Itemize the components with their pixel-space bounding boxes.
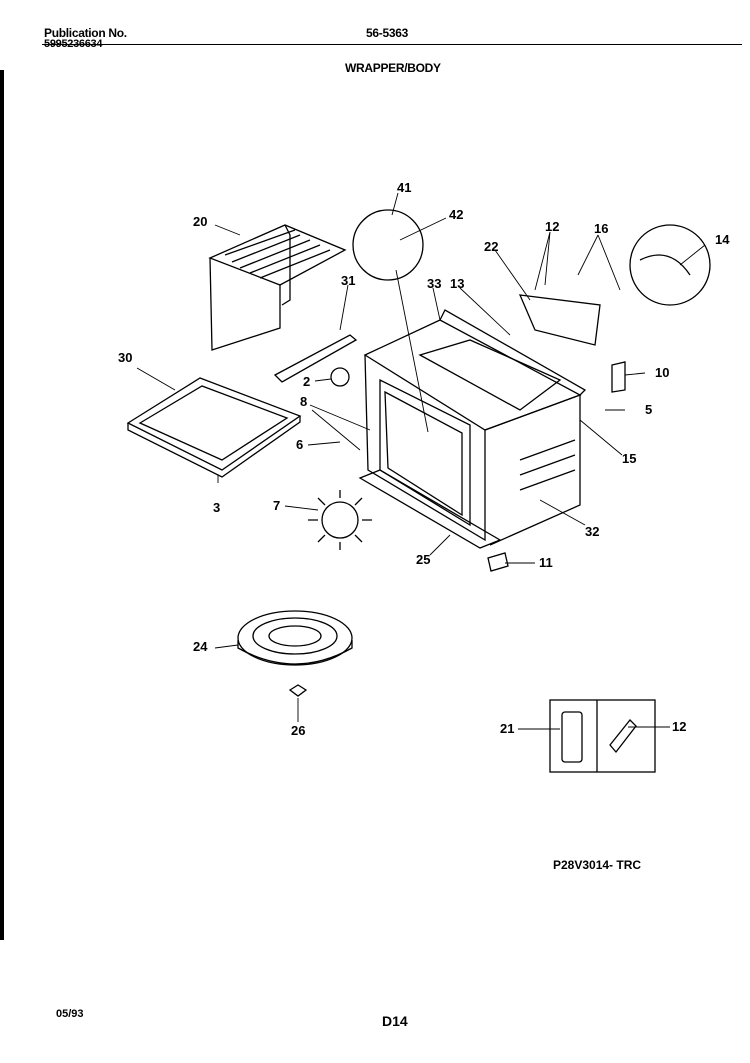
callout-15: 15 [622, 451, 637, 466]
callout-41: 41 [397, 180, 412, 195]
callout-10: 10 [655, 365, 670, 380]
part-10 [611, 361, 626, 393]
part-11 [487, 552, 509, 572]
callout-2: 2 [303, 374, 311, 389]
callout-26: 26 [291, 723, 306, 738]
callout-3: 3 [213, 500, 221, 515]
stirrer-part [308, 490, 372, 550]
model-number: 56-5363 [366, 26, 408, 40]
publication-label: Publication No. [44, 26, 127, 40]
figure-code: P28V3014- TRC [553, 858, 642, 872]
callout-25: 25 [416, 552, 431, 567]
callout-42: 42 [449, 207, 464, 222]
callout-6: 6 [296, 437, 304, 452]
cabinet-body [358, 309, 587, 549]
bracket-part [518, 294, 601, 346]
detail-circle-14 [629, 224, 711, 306]
door-panel-part [126, 377, 302, 478]
inset-detail-box [549, 699, 656, 773]
callout-20: 20 [193, 214, 208, 229]
callout-31: 31 [341, 273, 356, 288]
leader-lines [136, 192, 706, 730]
callout-22: 22 [484, 239, 499, 254]
callout-21: 21 [500, 721, 515, 736]
header-rule [42, 44, 742, 45]
callout-12-inset: 12 [672, 719, 687, 734]
callout-24: 24 [193, 639, 208, 654]
page-edge-bar [0, 70, 4, 940]
detail-circle-41-42 [352, 209, 424, 281]
top-cover-part [208, 224, 347, 351]
callout-5: 5 [645, 402, 653, 417]
callout-32: 32 [585, 524, 600, 539]
callout-33: 33 [427, 276, 442, 291]
screw-part-2 [330, 367, 350, 387]
callout-7: 7 [273, 498, 281, 513]
roller-part-26 [288, 684, 308, 697]
section-title: WRAPPER/BODY [345, 61, 441, 75]
callout-11: 11 [539, 555, 553, 570]
footer-page-number: D14 [382, 1013, 408, 1029]
side-rail-part [273, 334, 358, 383]
callout-30: 30 [118, 350, 133, 365]
footer-date: 05/93 [56, 1008, 84, 1020]
callout-16: 16 [594, 221, 609, 236]
callout-14: 14 [715, 232, 730, 247]
turntable-part [237, 610, 353, 666]
callout-13: 13 [450, 276, 465, 291]
callout-8: 8 [300, 394, 308, 409]
callout-12: 12 [545, 219, 560, 234]
